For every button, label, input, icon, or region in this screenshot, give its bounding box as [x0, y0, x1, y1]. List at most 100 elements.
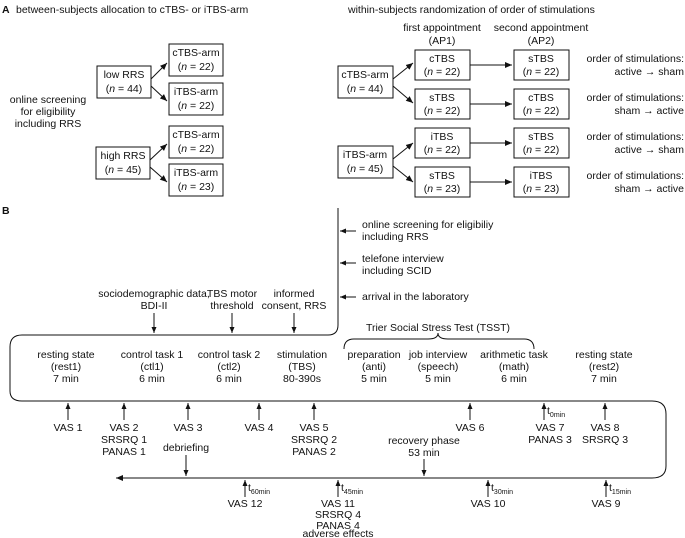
row1-ap1-label: cTBS — [429, 53, 455, 65]
row2-ap2-box — [513, 88, 570, 120]
row4-order-value: sham → active — [615, 183, 685, 195]
row1-ap2-box — [513, 49, 570, 81]
pre-online-line-2: including RRS — [362, 231, 429, 243]
adverse-effects-label: adverse effects — [302, 528, 373, 538]
vas2-label: VAS 2 — [110, 422, 139, 434]
row1-ap1-box — [414, 49, 471, 81]
screening-line-1: online screening — [10, 94, 87, 106]
panel-b-letter: B — [2, 205, 10, 217]
high-ctbs-arm-n: (n = 22) — [178, 143, 215, 155]
low-itbs-arm-n: (n = 22) — [178, 100, 215, 112]
row3-ap2-box — [513, 127, 570, 159]
phase-speech: job interview (speech) 5 min — [408, 349, 468, 385]
phase-rest2-line-1: resting state — [575, 349, 632, 361]
high-ctbs-arm-label: cTBS-arm — [172, 129, 220, 141]
row4-ap2-box — [513, 166, 570, 198]
note-consent-line-2: consent, RRS — [262, 300, 327, 312]
srsrq3-label: SRSRQ 3 — [582, 434, 628, 446]
high-rrs-label: high RRS — [101, 150, 146, 162]
low-ctbs-arm-box — [168, 43, 224, 77]
low-itbs-arm-label: iTBS-arm — [174, 86, 219, 98]
row2-ap1-n: (n = 22) — [424, 105, 461, 117]
phase-tbs-line-3: 80-390s — [283, 373, 321, 385]
phase-rest2: resting state (rest2) 7 min — [575, 349, 632, 385]
arrow-itbs-arm-row3 — [392, 142, 414, 160]
phase-math-line-2: (math) — [499, 361, 529, 373]
screening-line-3: including RRS — [15, 118, 82, 130]
itbs-arm-label: iTBS-arm — [343, 149, 388, 161]
ap1-header-line-2: (AP1) — [429, 35, 456, 47]
vas10-label: VAS 10 — [471, 498, 506, 510]
row2-ap1-label: sTBS — [429, 92, 455, 104]
screening-line-2: for eligibility — [21, 106, 77, 118]
low-ctbs-arm-label: cTBS-arm — [172, 47, 220, 59]
panel-a-letter: A — [2, 4, 10, 16]
phase-ctl1-line-2: (ctl1) — [140, 361, 163, 373]
srsrq1-label: SRSRQ 1 — [101, 434, 147, 446]
row2-ap2-label: cTBS — [528, 92, 554, 104]
high-itbs-arm-label: iTBS-arm — [174, 167, 219, 179]
phase-ctl2: control task 2 (ctl2) 6 min — [198, 349, 261, 385]
phase-speech-line-3: 5 min — [425, 373, 451, 385]
low-rrs-box — [96, 65, 152, 99]
note-sociodemographic-line-1: sociodemographic data, — [98, 288, 210, 300]
phase-rest1: resting state (rest1) 7 min — [37, 349, 94, 385]
ctbs-arm-box — [337, 65, 394, 99]
row1-ap2-label: sTBS — [528, 53, 554, 65]
phase-math-line-1: arithmetic task — [480, 349, 548, 361]
phase-ctl1-line-1: control task 1 — [121, 349, 184, 361]
row3-ap1-n: (n = 22) — [424, 144, 461, 156]
row2-ap2-n: (n = 22) — [523, 105, 560, 117]
vas9-label: VAS 9 — [592, 498, 621, 510]
row1-order-value: active → sham — [615, 66, 685, 78]
row2-order-value: sham → active — [615, 105, 685, 117]
t15-label: t15min — [609, 482, 631, 496]
row1-ap1-n: (n = 22) — [424, 66, 461, 78]
phase-ctl2-line-3: 6 min — [216, 373, 242, 385]
panas2-label: PANAS 2 — [292, 446, 336, 458]
low-ctbs-arm-n: (n = 22) — [178, 61, 215, 73]
vas3-label: VAS 3 — [174, 422, 203, 434]
pre-arrival: arrival in the laboratory — [362, 291, 470, 303]
arrow-ctbs-arm-row1 — [392, 62, 414, 80]
vas7-label: VAS 7 — [536, 422, 565, 434]
vas12-label: VAS 12 — [228, 498, 263, 510]
phase-anti: preparation (anti) 5 min — [347, 349, 400, 385]
row3-order-value: active → sham — [615, 144, 685, 156]
note-tbs-motor-line-2: threshold — [210, 300, 253, 312]
srsrq2-label: SRSRQ 2 — [291, 434, 337, 446]
ap1-header-line-1: first appointment — [403, 22, 481, 34]
arrow-low-to-itbs — [150, 85, 168, 102]
high-rrs-box — [95, 146, 151, 180]
low-itbs-arm-box — [168, 82, 224, 116]
arrow-itbs-arm-row4 — [392, 165, 414, 183]
row4-ap2-label: iTBS — [530, 170, 553, 182]
vas4-label: VAS 4 — [245, 422, 274, 434]
phase-rest2-line-3: 7 min — [591, 373, 617, 385]
high-itbs-arm-n: (n = 23) — [178, 181, 215, 193]
phase-ctl1-line-3: 6 min — [139, 373, 165, 385]
phase-tbs: stimulation (TBS) 80-390s — [277, 349, 327, 385]
phase-anti-line-2: (anti) — [362, 361, 386, 373]
row2-order-label: order of stimulations: — [587, 92, 684, 104]
vas5-label: VAS 5 — [300, 422, 329, 434]
phase-ctl2-line-2: (ctl2) — [217, 361, 240, 373]
note-tbs-motor-line-1: TBS motor — [207, 288, 258, 300]
high-itbs-arm-box — [168, 163, 224, 197]
ap2-header-line-1: second appointment — [494, 22, 589, 34]
t0-label: t0min — [547, 405, 565, 419]
panas1-label: PANAS 1 — [102, 446, 146, 458]
ctbs-arm-label: cTBS-arm — [341, 69, 389, 81]
note-consent-line-1: informed — [274, 288, 315, 300]
vas6-label: VAS 6 — [456, 422, 485, 434]
arrow-ctbs-arm-row2 — [392, 85, 414, 104]
phase-speech-line-2: (speech) — [418, 361, 459, 373]
itbs-arm-box — [337, 145, 394, 179]
ctbs-arm-n: (n = 44) — [347, 83, 384, 95]
row3-ap2-n: (n = 22) — [523, 144, 560, 156]
phase-anti-line-1: preparation — [347, 349, 400, 361]
debriefing-label: debriefing — [163, 442, 209, 454]
vas8-label: VAS 8 — [591, 422, 620, 434]
row1-order-label: order of stimulations: — [587, 53, 684, 65]
